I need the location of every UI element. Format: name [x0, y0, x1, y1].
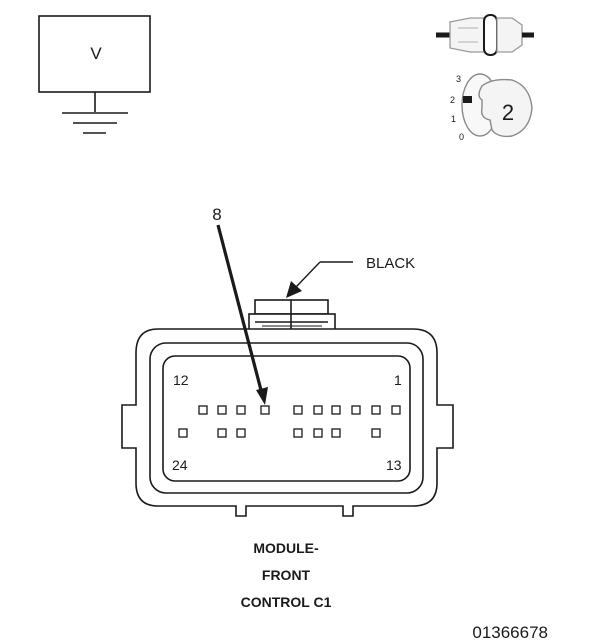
connector-name-line-3: CONTROL C1 — [241, 594, 332, 610]
terminal-cavity — [313, 428, 323, 438]
terminal-cavity — [371, 428, 381, 438]
probe-arrow — [216, 224, 268, 405]
voltmeter-icon — [38, 15, 151, 134]
probe-tool-icon — [436, 14, 534, 56]
connector-housing — [121, 299, 454, 517]
terminal-cavity — [351, 405, 361, 415]
terminal-row-lower — [178, 428, 381, 438]
pin-label-top-left: 12 — [173, 372, 189, 388]
pin-label-top-right: 1 — [394, 372, 402, 388]
terminal-cavity — [293, 405, 303, 415]
terminal-cavity — [260, 405, 270, 415]
ignition-position-0: 0 — [459, 132, 464, 142]
terminal-cavity — [217, 405, 227, 415]
terminal-cavity — [391, 405, 401, 415]
connector-color-label: BLACK — [366, 255, 415, 272]
ignition-key-icon — [461, 73, 533, 138]
terminal-cavity — [371, 405, 381, 415]
connector-name-line-2: FRONT — [262, 567, 311, 583]
terminal-cavity — [236, 405, 246, 415]
pin-label-bottom-left: 24 — [172, 457, 188, 473]
ignition-key-position: 2 — [502, 100, 514, 125]
ground-icon — [62, 112, 128, 134]
pin-label-bottom-right: 13 — [386, 457, 402, 473]
terminal-cavity — [293, 428, 303, 438]
connector-name-line-1: MODULE- — [253, 540, 319, 556]
terminal-cavity — [178, 428, 188, 438]
terminal-row-upper — [198, 405, 401, 415]
ignition-position-1: 1 — [451, 114, 456, 124]
ignition-position-2: 2 — [450, 95, 455, 105]
figure-id: 01366678 — [472, 623, 548, 642]
ignition-position-3: 3 — [456, 74, 461, 84]
probe-pin-number: 8 — [212, 205, 221, 224]
terminal-cavity — [217, 428, 227, 438]
terminal-cavity — [236, 428, 246, 438]
terminal-cavity — [331, 428, 341, 438]
terminal-cavity — [198, 405, 208, 415]
terminal-cavity — [313, 405, 323, 415]
meter-symbol: V — [90, 44, 102, 63]
terminal-cavity — [331, 405, 341, 415]
color-callout-leader — [286, 261, 353, 298]
